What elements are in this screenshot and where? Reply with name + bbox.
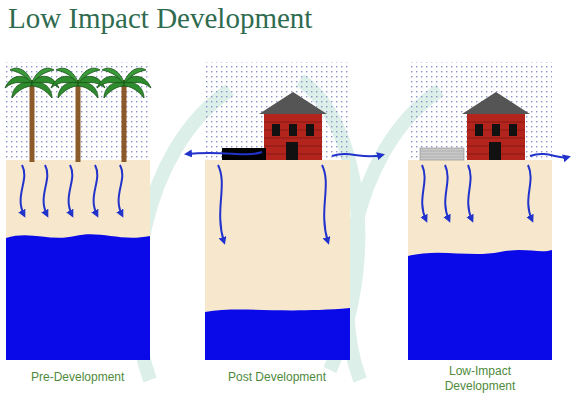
- house: [259, 92, 327, 160]
- soil-column: [408, 160, 552, 360]
- groundwater: [6, 234, 150, 360]
- panel-caption: Pre-Development: [31, 370, 124, 385]
- rain-sky: [205, 62, 350, 160]
- palm-trees: [5, 68, 151, 162]
- permeable-pavement: [420, 148, 464, 160]
- house: [462, 92, 530, 160]
- rain-sky: [408, 62, 552, 160]
- background-swirl: [137, 80, 440, 380]
- groundwater: [408, 250, 552, 360]
- panel-caption: Low-Impact Development: [425, 364, 535, 394]
- water-flow-arrow: [21, 152, 568, 242]
- soil-column: [205, 160, 350, 360]
- panel-caption: Post Development: [228, 370, 326, 385]
- soil-column: [6, 160, 150, 360]
- permeable-pavement: [420, 151, 464, 157]
- diagram-title: Low Impact Development: [8, 2, 312, 35]
- groundwater: [205, 308, 350, 360]
